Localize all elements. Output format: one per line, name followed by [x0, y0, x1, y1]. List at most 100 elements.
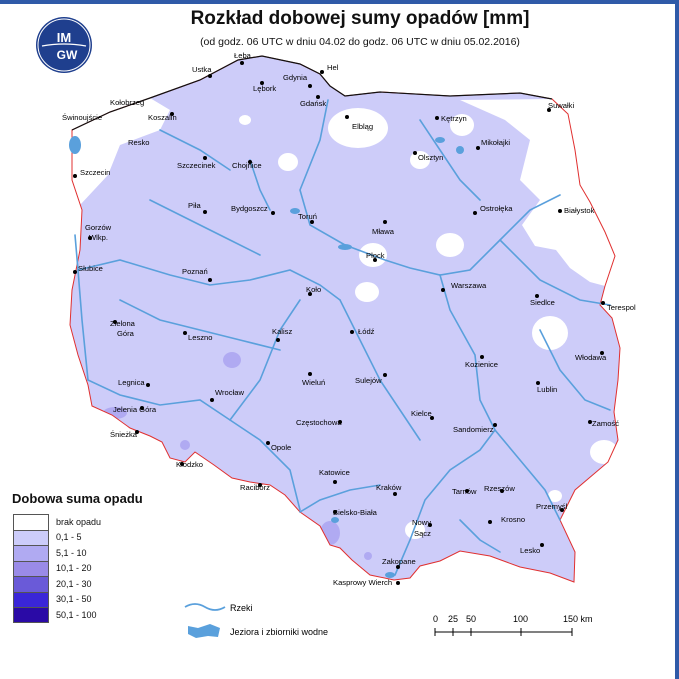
- city-label: Leszno: [188, 333, 213, 342]
- right-border: [675, 0, 679, 679]
- river-key-label: Rzeki: [230, 603, 253, 613]
- city-label: Kozienice: [465, 360, 498, 369]
- city-label: Terespol: [607, 303, 636, 312]
- lakes: [69, 136, 464, 578]
- legend-label: 50,1 - 100: [56, 609, 97, 620]
- legend-swatch: [13, 576, 49, 592]
- scale-bar: 0 25 50 100 150 km: [433, 614, 593, 636]
- city-label: Poznań: [182, 267, 208, 276]
- city-label: Wieluń: [302, 378, 325, 387]
- city-label: Mikołajki: [481, 138, 510, 147]
- city-label: Płock: [366, 251, 385, 260]
- logo-text-bottom: GW: [57, 48, 78, 62]
- logo-text-top: IM: [57, 30, 71, 45]
- city-label: Jelenia Góra: [113, 405, 157, 414]
- legend-item: 50,1 - 100: [13, 607, 101, 623]
- scale-tick-label: 100: [513, 614, 528, 624]
- city-label: Suwałki: [548, 101, 574, 110]
- city-label: Łódź: [358, 327, 375, 336]
- city-label: Nowy: [412, 518, 431, 527]
- scale-tick-label: 150 km: [563, 614, 593, 624]
- legend-swatch: [13, 545, 49, 561]
- city-labels: Łeba Ustka Hel Gdynia Lębork Gdańsk Koło…: [62, 51, 636, 587]
- legend-label: 5,1 - 10: [56, 547, 87, 558]
- city-label: Legnica: [118, 378, 145, 387]
- city-label: Śnieżka: [110, 430, 138, 439]
- city-label: Tarnów: [452, 487, 477, 496]
- top-border: [0, 0, 679, 4]
- city-label: Sulejów: [355, 376, 382, 385]
- legend-title: Dobowa suma opadu: [12, 491, 143, 506]
- legend-item: brak opadu: [13, 514, 101, 530]
- city-label: Bydgoszcz: [231, 204, 268, 213]
- city-label: Słubice: [78, 264, 103, 273]
- legend-label: brak opadu: [56, 516, 102, 527]
- city-label: Ostrołęka: [480, 204, 513, 213]
- city-label: Kasprowy Wierch: [333, 578, 392, 587]
- city-label: Siedlce: [530, 298, 555, 307]
- map-subtitle: (od godz. 06 UTC w dniu 04.02 do godz. 0…: [200, 36, 520, 48]
- legend-swatch: [13, 529, 49, 545]
- legend-item: 30,1 - 50: [13, 591, 101, 607]
- city-label: Koszalin: [148, 113, 177, 122]
- city-label: Łeba: [234, 51, 252, 60]
- city-label: Kalisz: [272, 327, 292, 336]
- city-label: Ustka: [192, 65, 212, 74]
- city-label: Wlkp.: [89, 233, 108, 242]
- city-label: Szczecinek: [177, 161, 216, 170]
- city-label: Gdańsk: [300, 99, 326, 108]
- city-label: Góra: [117, 329, 135, 338]
- legend-swatch: [13, 514, 49, 530]
- city-label: Racibórz: [240, 483, 270, 492]
- city-label: Resko: [128, 138, 150, 147]
- city-label: Kłodzko: [176, 460, 203, 469]
- legend-swatch: [13, 591, 49, 607]
- city-label: Świnoujście: [62, 113, 102, 122]
- city-label: Hel: [327, 63, 339, 72]
- city-label: Lębork: [253, 84, 276, 93]
- lake-key-shape: [188, 624, 220, 638]
- city-label: Kętrzyn: [441, 114, 467, 123]
- scale-tick-label: 0: [433, 614, 438, 624]
- scale-tick-label: 25: [448, 614, 458, 624]
- city-label: Mława: [372, 227, 395, 236]
- coastline: [71, 55, 553, 131]
- map-title: Rozkład dobowej sumy opadów [mm]: [190, 8, 530, 29]
- lake-key-label: Jeziora i zbiorniki wodne: [230, 627, 328, 637]
- no-precipitation-areas: [70, 98, 618, 539]
- city-label: Zamość: [592, 419, 619, 428]
- precipitation-area-light: [70, 56, 620, 582]
- city-label: Krosno: [501, 515, 525, 524]
- legend-item: 10,1 - 20: [13, 560, 101, 576]
- city-label: Gdynia: [283, 73, 308, 82]
- legend-label: 20,1 - 30: [56, 578, 92, 589]
- city-label: Włodawa: [575, 353, 607, 362]
- city-label: Zielona: [110, 319, 136, 328]
- city-label: Elbląg: [352, 122, 373, 131]
- legend: brak opadu 0,1 - 5 5,1 - 10 10,1 - 20 20…: [13, 514, 101, 623]
- legend-item: 20,1 - 30: [13, 576, 101, 592]
- scale-tick-label: 50: [466, 614, 476, 624]
- city-label: Wrocław: [215, 388, 244, 397]
- river-key-line: [184, 603, 226, 611]
- city-label: Katowice: [319, 468, 350, 477]
- city-markers: [73, 61, 605, 585]
- city-label: Olsztyn: [418, 153, 443, 162]
- rivers: [74, 99, 611, 576]
- city-label: Kielce: [411, 409, 432, 418]
- legend-swatch: [13, 560, 49, 576]
- city-label: Chojnice: [232, 161, 262, 170]
- city-label: Sącz: [414, 529, 431, 538]
- legend-label: 10,1 - 20: [56, 563, 92, 574]
- city-label: Bielsko-Biała: [333, 508, 378, 517]
- city-label: Sandomierz: [453, 425, 494, 434]
- city-label: Szczecin: [80, 168, 110, 177]
- legend-item: 0,1 - 5: [13, 529, 101, 545]
- city-label: Piła: [188, 201, 201, 210]
- legend-label: 0,1 - 5: [56, 532, 82, 543]
- city-label: Kołobrzeg: [110, 98, 144, 107]
- legend-label: 30,1 - 50: [56, 594, 92, 605]
- city-label: Lesko: [520, 546, 540, 555]
- city-label: Gorzów: [85, 223, 112, 232]
